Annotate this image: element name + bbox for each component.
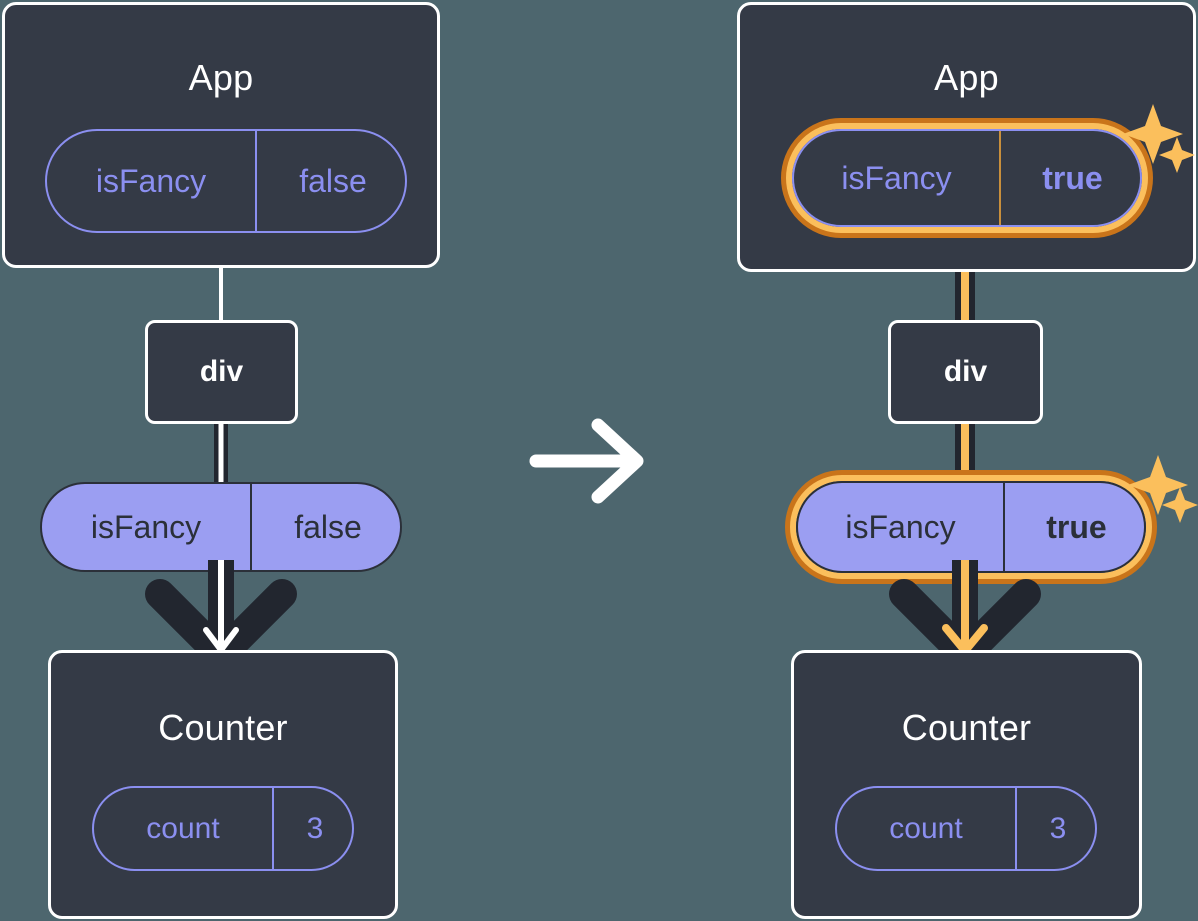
app-state-value-after: true <box>999 131 1140 225</box>
arrow-right-icon <box>529 418 644 504</box>
counter-title-after: Counter <box>901 707 1032 748</box>
div-node-after[interactable]: div <box>888 320 1043 424</box>
prop-pill-after[interactable]: isFancy true <box>796 481 1146 573</box>
counter-node-before[interactable]: Counter count 3 <box>48 650 398 919</box>
prop-value-after: true <box>1003 483 1144 571</box>
app-title-after: App <box>934 57 999 98</box>
prop-key-before: isFancy <box>90 508 202 545</box>
highlight-ring-inner-app <box>786 123 1148 233</box>
app-node-before[interactable]: App isFancy false <box>2 2 440 268</box>
app-state-pill-after[interactable]: isFancy true <box>792 129 1142 227</box>
counter-state-key-before: count <box>146 811 220 845</box>
app-state-pill-before[interactable]: isFancy false <box>45 129 407 233</box>
div-node-label-after: div <box>943 355 988 388</box>
prop-value-before: false <box>250 484 400 570</box>
counter-node-after[interactable]: Counter count 3 <box>791 650 1142 919</box>
arrow-down-icon-after <box>889 560 1041 670</box>
prop-key-after: isFancy <box>845 508 956 545</box>
counter-state-pill-before[interactable]: count 3 <box>92 786 354 871</box>
div-node-before[interactable]: div <box>145 320 298 424</box>
sparkle-icon-app-small <box>1159 137 1195 173</box>
app-title-before: App <box>188 57 254 98</box>
counter-title-before: Counter <box>158 707 288 748</box>
sparkle-icon-app-large <box>1123 104 1183 164</box>
app-state-pill-highlight-after <box>781 118 1153 238</box>
app-state-key-after: isFancy <box>841 159 952 196</box>
highlight-ring-outer-app <box>781 118 1153 238</box>
app-state-key-before: isFancy <box>95 162 207 199</box>
counter-state-value-before: 3 <box>272 788 352 869</box>
div-node-label-before: div <box>199 355 244 388</box>
counter-state-pill-after[interactable]: count 3 <box>835 786 1097 871</box>
app-state-value-before: false <box>255 131 405 231</box>
sparkle-icon-prop-large <box>1128 455 1188 515</box>
counter-state-key-after: count <box>889 811 963 845</box>
counter-state-value-after: 3 <box>1015 788 1095 869</box>
sparkle-icon-prop-small <box>1162 487 1198 523</box>
